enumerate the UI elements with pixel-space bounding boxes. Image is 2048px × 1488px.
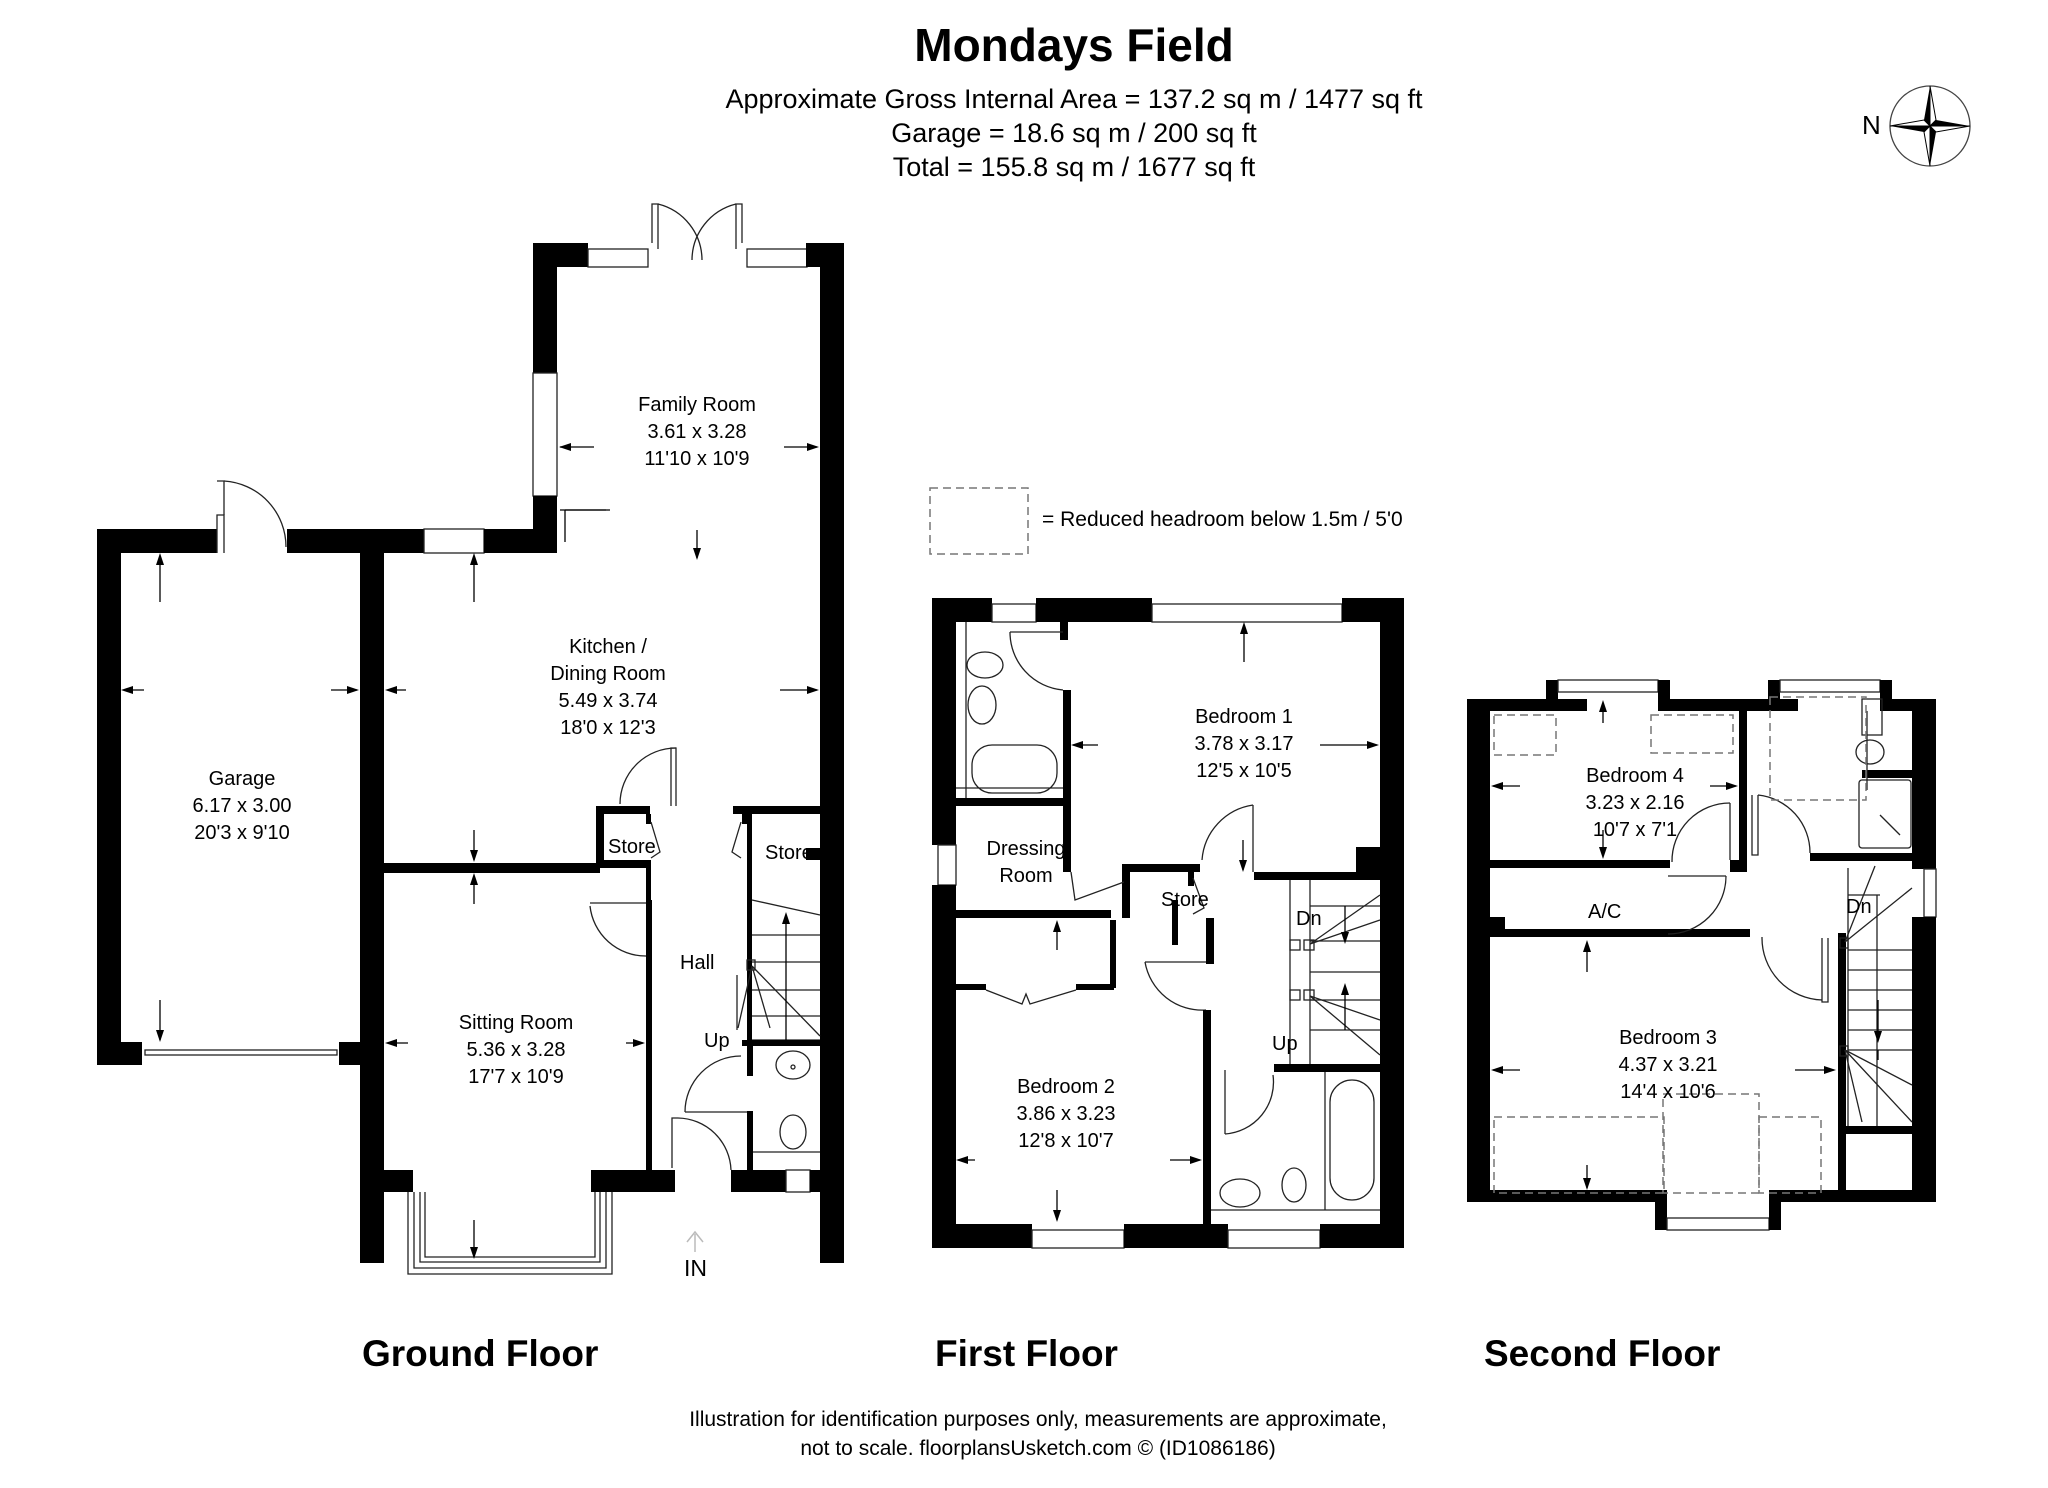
room-bedroom-1: Bedroom 1 3.78 x 3.17 12'5 x 10'5 <box>1195 704 1294 785</box>
label-stairs-down: Dn <box>1296 908 1322 930</box>
room-name: Sitting Room <box>458 1012 574 1034</box>
room-metric: 4.37 x 3.21 <box>1618 1054 1718 1076</box>
dashed-box-icon <box>929 487 1029 555</box>
gross-internal-area: Approximate Gross Internal Area = 137.2 … <box>725 84 1423 114</box>
garage-area: Garage = 18.6 sq m / 200 sq ft <box>891 118 1257 148</box>
label-store-right: Store <box>765 842 813 864</box>
room-bedroom-2: Bedroom 2 3.86 x 3.23 12'8 x 10'7 <box>1017 1074 1116 1155</box>
compass-north-label: N <box>1862 110 1881 140</box>
disclaimer-line-2: not to scale. floorplansUsketch.com © (I… <box>800 1437 1276 1460</box>
label-stairs-down: Dn <box>1846 896 1872 918</box>
room-bedroom-4: Bedroom 4 3.23 x 2.16 10'7 x 7'1 <box>1586 763 1685 844</box>
disclaimer-line-1: Illustration for identification purposes… <box>689 1408 1387 1431</box>
room-metric: 3.61 x 3.28 <box>647 421 747 443</box>
ground-floor-label: Ground Floor <box>362 1333 599 1374</box>
room-dressing-room: Dressing Room <box>987 836 1066 890</box>
label-entrance: IN <box>684 1255 707 1281</box>
room-metric: 5.36 x 3.28 <box>466 1039 566 1061</box>
room-metric: 3.78 x 3.17 <box>1194 733 1294 755</box>
room-name: Garage <box>208 768 276 790</box>
first-floor-label: First Floor <box>935 1333 1118 1374</box>
room-sitting-room: Sitting Room 5.36 x 3.28 17'7 x 10'9 <box>459 1010 574 1091</box>
label-stairs-up: Up <box>704 1030 730 1052</box>
room-kitchen-dining: Kitchen / Dining Room 5.49 x 3.74 18'0 x… <box>550 634 666 742</box>
room-name-line1: Dressing <box>986 838 1066 860</box>
compass-rose-icon <box>1889 85 1971 167</box>
room-garage: Garage 6.17 x 3.00 20'3 x 9'10 <box>193 766 292 847</box>
room-metric: 3.23 x 2.16 <box>1585 792 1685 814</box>
ground-floor-plan <box>97 203 844 1275</box>
room-imperial: 10'7 x 7'1 <box>1592 819 1678 841</box>
room-name-line2: Dining Room <box>550 663 666 685</box>
second-floor-label: Second Floor <box>1484 1333 1721 1374</box>
room-name-line2: Room <box>999 865 1053 887</box>
page-title: Mondays Field <box>914 19 1234 71</box>
second-floor-plan <box>1467 679 1937 1231</box>
first-floor-plan <box>932 598 1404 1249</box>
room-name: Bedroom 4 <box>1586 765 1684 787</box>
room-imperial: 12'8 x 10'7 <box>1018 1130 1114 1152</box>
room-bedroom-3: Bedroom 3 4.37 x 3.21 14'4 x 10'6 <box>1619 1025 1718 1106</box>
label-airing-cupboard: A/C <box>1588 901 1622 923</box>
room-family-room: Family Room 3.61 x 3.28 11'10 x 10'9 <box>638 392 756 473</box>
total-area: Total = 155.8 sq m / 1677 sq ft <box>892 152 1256 182</box>
room-name: Bedroom 3 <box>1619 1027 1717 1049</box>
label-stairs-up: Up <box>1272 1033 1298 1055</box>
disclaimer: Illustration for identification purposes… <box>0 1405 2048 1463</box>
ground-dimension-arrows <box>121 443 819 1259</box>
room-imperial: 20'3 x 9'10 <box>194 822 290 844</box>
room-imperial: 18'0 x 12'3 <box>560 717 656 739</box>
room-imperial: 17'7 x 10'9 <box>468 1066 564 1088</box>
room-imperial: 14'4 x 10'6 <box>1620 1081 1716 1103</box>
room-metric: 6.17 x 3.00 <box>192 795 292 817</box>
room-name: Bedroom 1 <box>1195 706 1293 728</box>
room-imperial: 11'10 x 10'9 <box>644 448 750 470</box>
label-store: Store <box>1161 889 1209 911</box>
label-hall: Hall <box>680 952 715 974</box>
room-name-line1: Kitchen / <box>569 636 647 658</box>
room-metric: 5.49 x 3.74 <box>558 690 658 712</box>
room-name: Bedroom 2 <box>1017 1076 1115 1098</box>
room-imperial: 12'5 x 10'5 <box>1196 760 1292 782</box>
room-name: Family Room <box>638 394 756 416</box>
headroom-legend-text: = Reduced headroom below 1.5m / 5'0 <box>1042 508 1403 531</box>
room-metric: 3.86 x 3.23 <box>1016 1103 1116 1125</box>
area-summary: Approximate Gross Internal Area = 137.2 … <box>0 82 2048 184</box>
label-store-left: Store <box>608 836 656 858</box>
